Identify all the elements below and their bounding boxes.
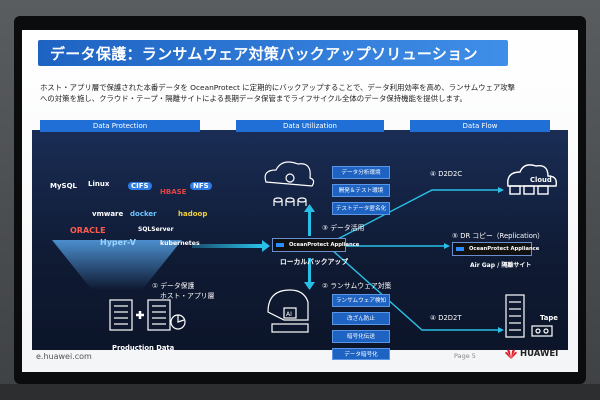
flow-d2d2c-label: ④ D2D2C: [430, 170, 463, 178]
page-number: Page 5: [454, 352, 476, 360]
slide-title-bar: データ保護：ランサムウェア対策バックアップソリューション: [38, 40, 508, 66]
presentation-slide: データ保護：ランサムウェア対策バックアップソリューション ホスト・アプリ層で保護…: [22, 30, 578, 372]
local-appliance: OceanProtect Appliance: [272, 238, 359, 252]
monitor-bottom-bezel: [0, 384, 600, 400]
airgap-label: Air Gap / 隔離サイト: [470, 262, 532, 269]
svg-text:AI: AI: [286, 311, 292, 318]
slide-intro: ホスト・アプリ層で保護された本番データを OceanProtect に定期的にバ…: [40, 82, 560, 104]
ransomware-item-1: ランサムウェア検知: [332, 294, 390, 307]
huawei-brand: HUAWEI: [520, 349, 559, 359]
utilization-item-2: 開発＆テスト環境: [332, 184, 390, 197]
ransomware-item-3: 暗号化伝送: [332, 330, 390, 343]
logo-nfs: NFS: [190, 182, 212, 190]
logo-linux: Linux: [88, 180, 110, 188]
diagram-panel: AI MySQL Linux CIFS HBASE NFS: [32, 130, 568, 360]
production-data-label: Production Data: [112, 344, 175, 352]
logo-docker: docker: [130, 210, 157, 218]
diagram-graphics: AI: [52, 161, 558, 338]
airgap-appliance: OceanProtect Appliance: [452, 242, 539, 256]
huawei-logo-icon: [505, 349, 517, 359]
flow-dr-copy-label: ⑤ DR コピー（Replication）: [452, 232, 544, 240]
section-data-flow: Data Flow: [410, 120, 550, 132]
intro-line-2: への対策を施し、クラウド・テープ・隔離サイトによる長期データ保管までライフサイク…: [40, 94, 467, 103]
step2-label: ② ランサムウェア対策: [322, 282, 392, 290]
ransomware-item-4: データ暗号化: [332, 348, 390, 360]
cloud-icon: [507, 164, 558, 195]
footer-url: e.huawei.com: [36, 352, 92, 361]
logo-hyper-v: Hyper-V: [100, 238, 136, 247]
logo-kubernetes: kubernetes: [160, 240, 200, 247]
logo-oracle: ORACLE: [70, 226, 106, 235]
logo-hbase: HBASE: [160, 188, 187, 196]
utilization-item-3: テストデータ匿名化: [332, 202, 390, 215]
step3-label: ③ データ活用: [322, 224, 365, 232]
logo-vmware: vmware: [92, 210, 124, 218]
ai-security-icon: AI: [267, 289, 309, 333]
tape-label: Tape: [540, 314, 558, 322]
utilization-item-1: データ分析環境: [332, 166, 390, 179]
logo-mysql: MySQL: [50, 182, 77, 190]
slide-title: データ保護：ランサムウェア対策バックアップソリューション: [50, 45, 478, 63]
logo-cifs: CIFS: [128, 182, 152, 190]
intro-line-1: ホスト・アプリ層で保護された本番データを OceanProtect に定期的にバ…: [40, 83, 516, 92]
section-data-protection: Data Protection: [40, 120, 200, 132]
step1-label: ① データ保護: [152, 282, 195, 290]
flow-d2d2t-label: ④ D2D2T: [430, 314, 462, 322]
data-cloud-icon: [264, 161, 315, 206]
cloud-label: Cloud: [530, 176, 552, 184]
ransomware-item-2: 改ざん防止: [332, 312, 390, 325]
production-server-icon: [109, 299, 186, 331]
section-data-utilization: Data Utilization: [236, 120, 384, 132]
tape-library-icon: [505, 294, 553, 338]
logo-sqlserver: SQLServer: [138, 226, 174, 233]
local-backup-label: ローカルバックアップ: [280, 258, 348, 266]
logo-hadoop: hadoop: [178, 210, 208, 218]
step1-sub-label: ホスト・アプリ層: [160, 292, 215, 300]
